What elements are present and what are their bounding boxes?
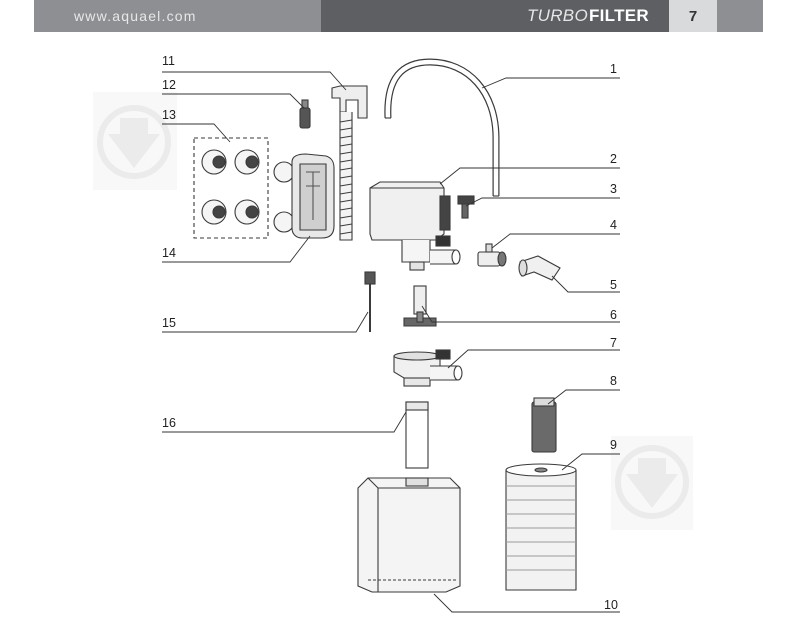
part-outlet-nozzle [518, 255, 561, 281]
website-banner: www.aquael.com [34, 0, 321, 32]
header-tail [717, 0, 763, 32]
part-small-clip [299, 99, 311, 129]
brand-light: TURBO [526, 6, 588, 25]
part-outlet-tube [384, 58, 500, 197]
page-number: 7 [688, 7, 698, 25]
part-wall-holder [273, 153, 335, 239]
part-valve-handle [457, 195, 475, 219]
part-container [357, 477, 461, 593]
part-spindle [364, 271, 376, 332]
part-motor-head [369, 181, 461, 271]
label-part-8: 8 [610, 374, 617, 388]
part-rotor-chamber [393, 349, 463, 387]
label-part-15: 15 [162, 316, 176, 330]
label-part-1: 1 [610, 62, 617, 76]
part-hanger-bracket [331, 85, 368, 241]
label-part-16: 16 [162, 416, 176, 430]
label-part-10: 10 [604, 598, 618, 612]
website-url: www.aquael.com [74, 8, 197, 24]
leader-lines [162, 71, 620, 613]
part-intake-tube [405, 401, 429, 469]
label-part-7: 7 [610, 336, 617, 350]
part-impeller [403, 285, 437, 327]
part-nozzle-connector [477, 243, 507, 267]
page-number-box: 7 [669, 0, 717, 32]
part-large-sponge [505, 463, 577, 591]
brand-bold: FILTER [588, 6, 649, 25]
part-suction-cups-box [193, 137, 269, 239]
label-part-4: 4 [610, 218, 617, 232]
label-part-5: 5 [610, 278, 617, 292]
label-part-13: 13 [162, 108, 176, 122]
label-part-11: 11 [162, 54, 175, 68]
label-part-3: 3 [610, 182, 617, 196]
label-part-9: 9 [610, 438, 617, 452]
label-part-6: 6 [610, 308, 617, 322]
label-part-14: 14 [162, 246, 176, 260]
watermark-left [93, 92, 177, 190]
label-part-2: 2 [610, 152, 617, 166]
label-part-12: 12 [162, 78, 176, 92]
watermark-right [611, 436, 693, 530]
part-small-sponge [531, 397, 557, 453]
part-suction-cups [201, 149, 260, 225]
